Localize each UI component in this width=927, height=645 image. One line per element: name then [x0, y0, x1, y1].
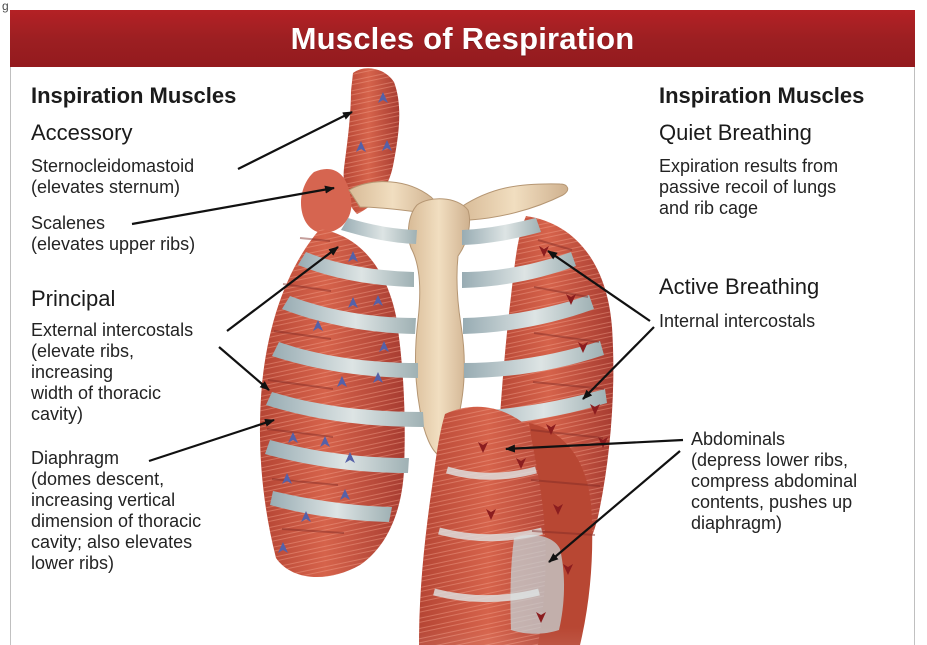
quiet-breathing-text: Expiration results from passive recoil o… [659, 156, 838, 219]
left-costal-cartilage-1 [341, 218, 417, 244]
external-intercostals-label: External intercostals (elevate ribs, inc… [31, 320, 193, 425]
sternocleidomastoid-arrow [238, 112, 352, 169]
diaphragm-label: Diaphragm (domes descent, increasing ver… [31, 448, 201, 574]
scalene-muscle [301, 169, 351, 233]
principal-heading: Principal [31, 287, 115, 311]
abdominal-aponeurosis [510, 535, 564, 634]
sternocleidomastoid-label: Sternocleidomastoid (elevates sternum) [31, 156, 194, 198]
internal-intercostals-label: Internal intercostals [659, 311, 815, 332]
abdominals-label: Abdominals (depress lower ribs, compress… [691, 429, 857, 534]
external-intercostals-lower-arrow [219, 347, 269, 390]
scalenes-label: Scalenes (elevates upper ribs) [31, 213, 195, 255]
right-clavicle [461, 184, 568, 220]
right-inspiration-muscles-heading: Inspiration Muscles [659, 84, 864, 108]
quiet-breathing-heading: Quiet Breathing [659, 121, 812, 145]
accessory-heading: Accessory [31, 121, 132, 145]
left-inspiration-muscles-heading: Inspiration Muscles [31, 84, 236, 108]
active-breathing-heading: Active Breathing [659, 275, 819, 299]
